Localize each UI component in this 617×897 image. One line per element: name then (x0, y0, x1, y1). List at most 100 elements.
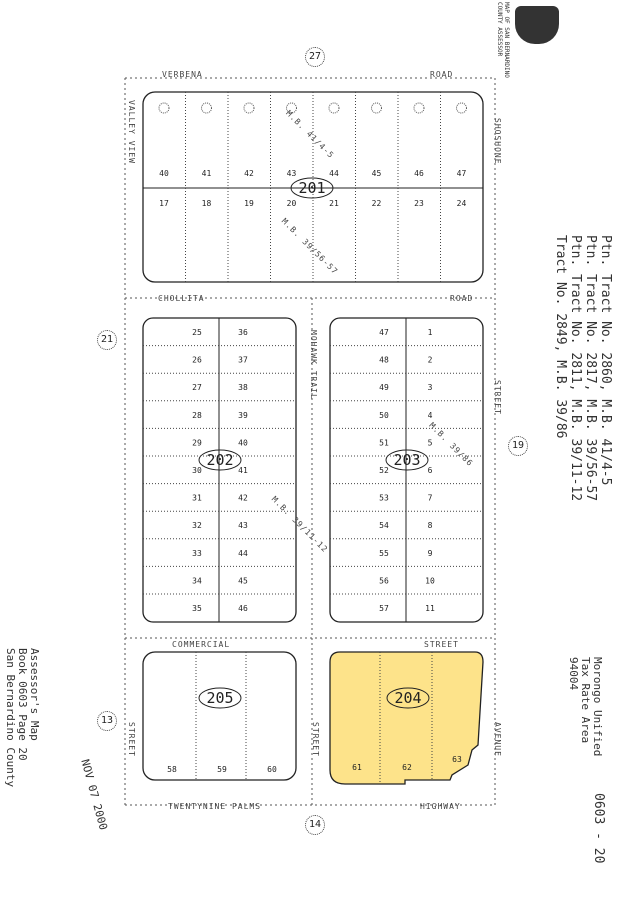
lot-number: 62 (402, 763, 412, 772)
parcel-marker (201, 102, 212, 114)
lot-number: 29 (192, 438, 202, 447)
lot-number: 52 (379, 466, 389, 475)
road-mohawk-trail: MOHAWK TRAIL (309, 330, 318, 400)
road-commercial-street: STREET (424, 640, 459, 649)
road-valley-view: VALLEY VIEW (127, 100, 136, 164)
lot-number: 8 (428, 521, 433, 530)
adjacent-page-left-bottom[interactable]: 13 (97, 711, 117, 731)
lot-number: 42 (238, 494, 248, 503)
road-verbena-road: ROAD (430, 70, 454, 79)
block-204 (329, 651, 484, 785)
parcel-marker (328, 102, 340, 114)
block-label-outline (198, 449, 242, 471)
lot-number: 1 (428, 328, 433, 337)
tract-note-3: Ptn. Tract No. 2811, M.B. 39/11-12 (568, 235, 583, 502)
road-east-street: STREET (493, 380, 502, 415)
lot-number: 24 (457, 199, 467, 208)
lot-number: 22 (372, 199, 382, 208)
lot-number: 56 (379, 576, 389, 585)
lot-number: 33 (192, 549, 202, 558)
lot-number: 47 (457, 169, 467, 178)
lot-number: 19 (244, 199, 254, 208)
lot-number: 50 (379, 411, 389, 420)
lot-number: 45 (238, 576, 248, 585)
lot-number: 41 (202, 169, 212, 178)
lot-number: 46 (238, 604, 248, 613)
block-label-outline (385, 449, 429, 471)
lot-number: 48 (379, 356, 389, 365)
parcel-marker (413, 102, 425, 114)
road-cholla-road: ROAD (450, 294, 474, 303)
lot-number: 31 (192, 494, 202, 503)
lot-number: 20 (287, 199, 297, 208)
road-highway: HIGHWAY (420, 802, 461, 811)
road-cholla: CHOLLITA (158, 294, 205, 303)
lot-number: 57 (379, 604, 389, 613)
block-number: 202 (206, 451, 233, 469)
road-verbena: VERBENA (162, 70, 203, 79)
road-avenue: AVENUE (493, 722, 502, 757)
block-205 (142, 651, 297, 781)
lot-number: 5 (428, 438, 433, 447)
road-shoshone: SHOSHONE (493, 118, 502, 165)
lot-number: 53 (379, 494, 389, 503)
lot-number: 23 (414, 199, 424, 208)
lot-number: 40 (238, 438, 248, 447)
adjacent-page-bottom[interactable]: 14 (305, 815, 325, 835)
lot-number: 61 (352, 763, 362, 772)
assessor-caption-1: Assessor's Map (28, 648, 41, 741)
lot-number: 63 (452, 755, 462, 764)
lot-number: 21 (329, 199, 339, 208)
header-stamp: MAP OF SAN BERNARDINO COUNTY ASSESSOR (496, 2, 510, 78)
lot-number: 49 (379, 383, 389, 392)
lot-number: 44 (238, 549, 248, 558)
adjacent-page-right[interactable]: 19 (508, 436, 528, 456)
tax-rate-1: Morongo Unified (591, 657, 604, 757)
lot-number: 3 (428, 383, 433, 392)
lot-number: 59 (217, 765, 227, 774)
lot-number: 40 (159, 169, 169, 178)
lot-number: 51 (379, 438, 389, 447)
lot-number: 47 (379, 328, 389, 337)
lot-number: 7 (428, 494, 433, 503)
lot-number: 41 (238, 466, 248, 475)
lot-number: 43 (287, 169, 297, 178)
adjacent-page-left[interactable]: 21 (97, 330, 117, 350)
block-label-outline (386, 687, 430, 709)
lot-number: 37 (238, 356, 248, 365)
lot-number: 39 (238, 411, 248, 420)
lot-number: 9 (428, 549, 433, 558)
tract-note-2: Ptn. Tract No. 2817, M.B. 39/56-57 (583, 235, 598, 502)
lot-number: 27 (192, 383, 202, 392)
lot-number: 36 (238, 328, 248, 337)
lot-number: 43 (238, 521, 248, 530)
lot-number: 18 (202, 199, 212, 208)
lot-number: 32 (192, 521, 202, 530)
tract-note-4: Tract No. 2849, M.B. 39/86 (553, 235, 568, 439)
lot-number: 2 (428, 356, 433, 365)
lot-number: 58 (167, 765, 177, 774)
lot-number: 10 (425, 576, 435, 585)
adjacent-page-top[interactable]: 27 (305, 47, 325, 67)
tax-rate-2: Tax Rate Area (579, 657, 592, 744)
assessor-caption-3: San Bernardino County (4, 648, 17, 788)
lot-number: 25 (192, 328, 202, 337)
lot-number: 46 (414, 169, 424, 178)
lot-number: 38 (238, 383, 248, 392)
parcel-marker (371, 102, 382, 114)
parcel-marker (243, 102, 255, 114)
assessor-caption-2: Book 0603 Page 20 (16, 648, 29, 761)
lot-number: 55 (379, 549, 389, 558)
lot-number: 60 (267, 765, 277, 774)
lot-number: 30 (192, 466, 202, 475)
block-label-outline (290, 177, 334, 199)
block-number: 205 (206, 689, 233, 707)
lot-number: 34 (192, 576, 202, 585)
road-mid-street: STREET (311, 722, 320, 757)
block-number: 204 (394, 689, 421, 707)
road-left-street: STREET (127, 722, 136, 757)
lot-number: 26 (192, 356, 202, 365)
county-seal (515, 6, 559, 44)
parcel-marker (158, 102, 170, 114)
